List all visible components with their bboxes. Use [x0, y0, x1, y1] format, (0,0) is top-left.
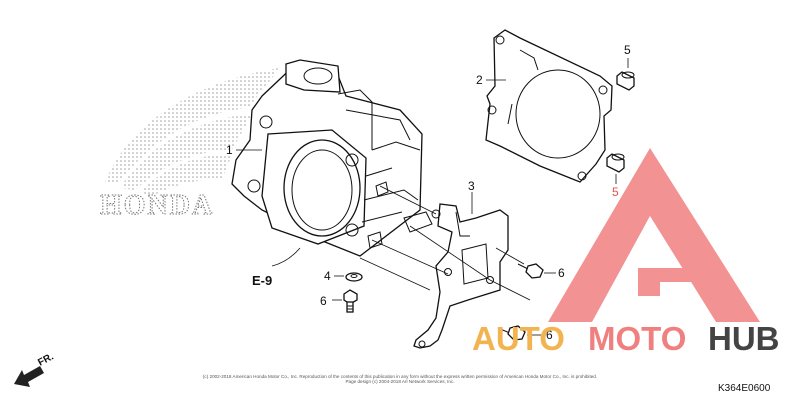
svg-text:2: 2	[476, 73, 483, 87]
copyright-line-2: Page design (c) 2004-2018 Arl Network Se…	[345, 379, 454, 384]
callout-6-right-upper: 6	[544, 266, 565, 280]
svg-text:6: 6	[546, 328, 553, 342]
svg-text:6: 6	[558, 266, 565, 280]
part-cylinder[interactable]	[231, 59, 433, 257]
callout-5-upper: 5	[624, 43, 631, 68]
svg-text:3: 3	[468, 179, 475, 193]
site-watermark-text: AUTO MOTO HUB	[472, 320, 780, 357]
svg-text:4: 4	[324, 269, 331, 283]
svg-text:E-9: E-9	[252, 273, 272, 288]
part-bracket[interactable]	[413, 203, 509, 349]
callout-6-left: 6	[320, 294, 342, 308]
reference-e9[interactable]: E-9	[252, 247, 301, 288]
callout-1: 1	[226, 143, 262, 157]
part-washer[interactable]	[345, 272, 363, 282]
callout-5-lower: 5	[612, 174, 619, 199]
svg-text:FR.: FR.	[36, 351, 56, 368]
svg-text:5: 5	[624, 43, 631, 57]
site-watermark-logo	[548, 148, 760, 322]
svg-text:AUTO: AUTO	[472, 320, 565, 357]
svg-text:1: 1	[226, 143, 233, 157]
callout-3: 3	[468, 179, 475, 214]
part-dowel-pin-upper[interactable]	[616, 71, 635, 91]
part-bolt-left[interactable]	[343, 289, 358, 313]
part-bolt-right-lower[interactable]	[497, 325, 526, 341]
svg-text:HUB: HUB	[708, 320, 780, 357]
callout-2: 2	[476, 73, 506, 87]
svg-text:MOTO: MOTO	[588, 320, 686, 357]
front-arrow-icon: FR.	[14, 351, 56, 387]
part-gasket[interactable]	[485, 29, 613, 183]
part-bolt-right-upper[interactable]	[517, 263, 544, 279]
assembly-lines	[359, 185, 531, 301]
svg-text:5: 5	[612, 185, 619, 199]
callout-4: 4	[324, 269, 344, 283]
honda-wing-logo: HONDA	[100, 68, 280, 222]
svg-text:6: 6	[320, 294, 327, 308]
copyright-line-1: (c) 2002-2018 American Honda Motor Co., …	[203, 374, 597, 379]
honda-watermark-text: HONDA	[100, 190, 214, 221]
part-dowel-pin-lower[interactable]	[606, 153, 625, 173]
callout-6-right-lower: 6	[527, 328, 553, 342]
diagram-code: K364E0600	[718, 383, 771, 394]
